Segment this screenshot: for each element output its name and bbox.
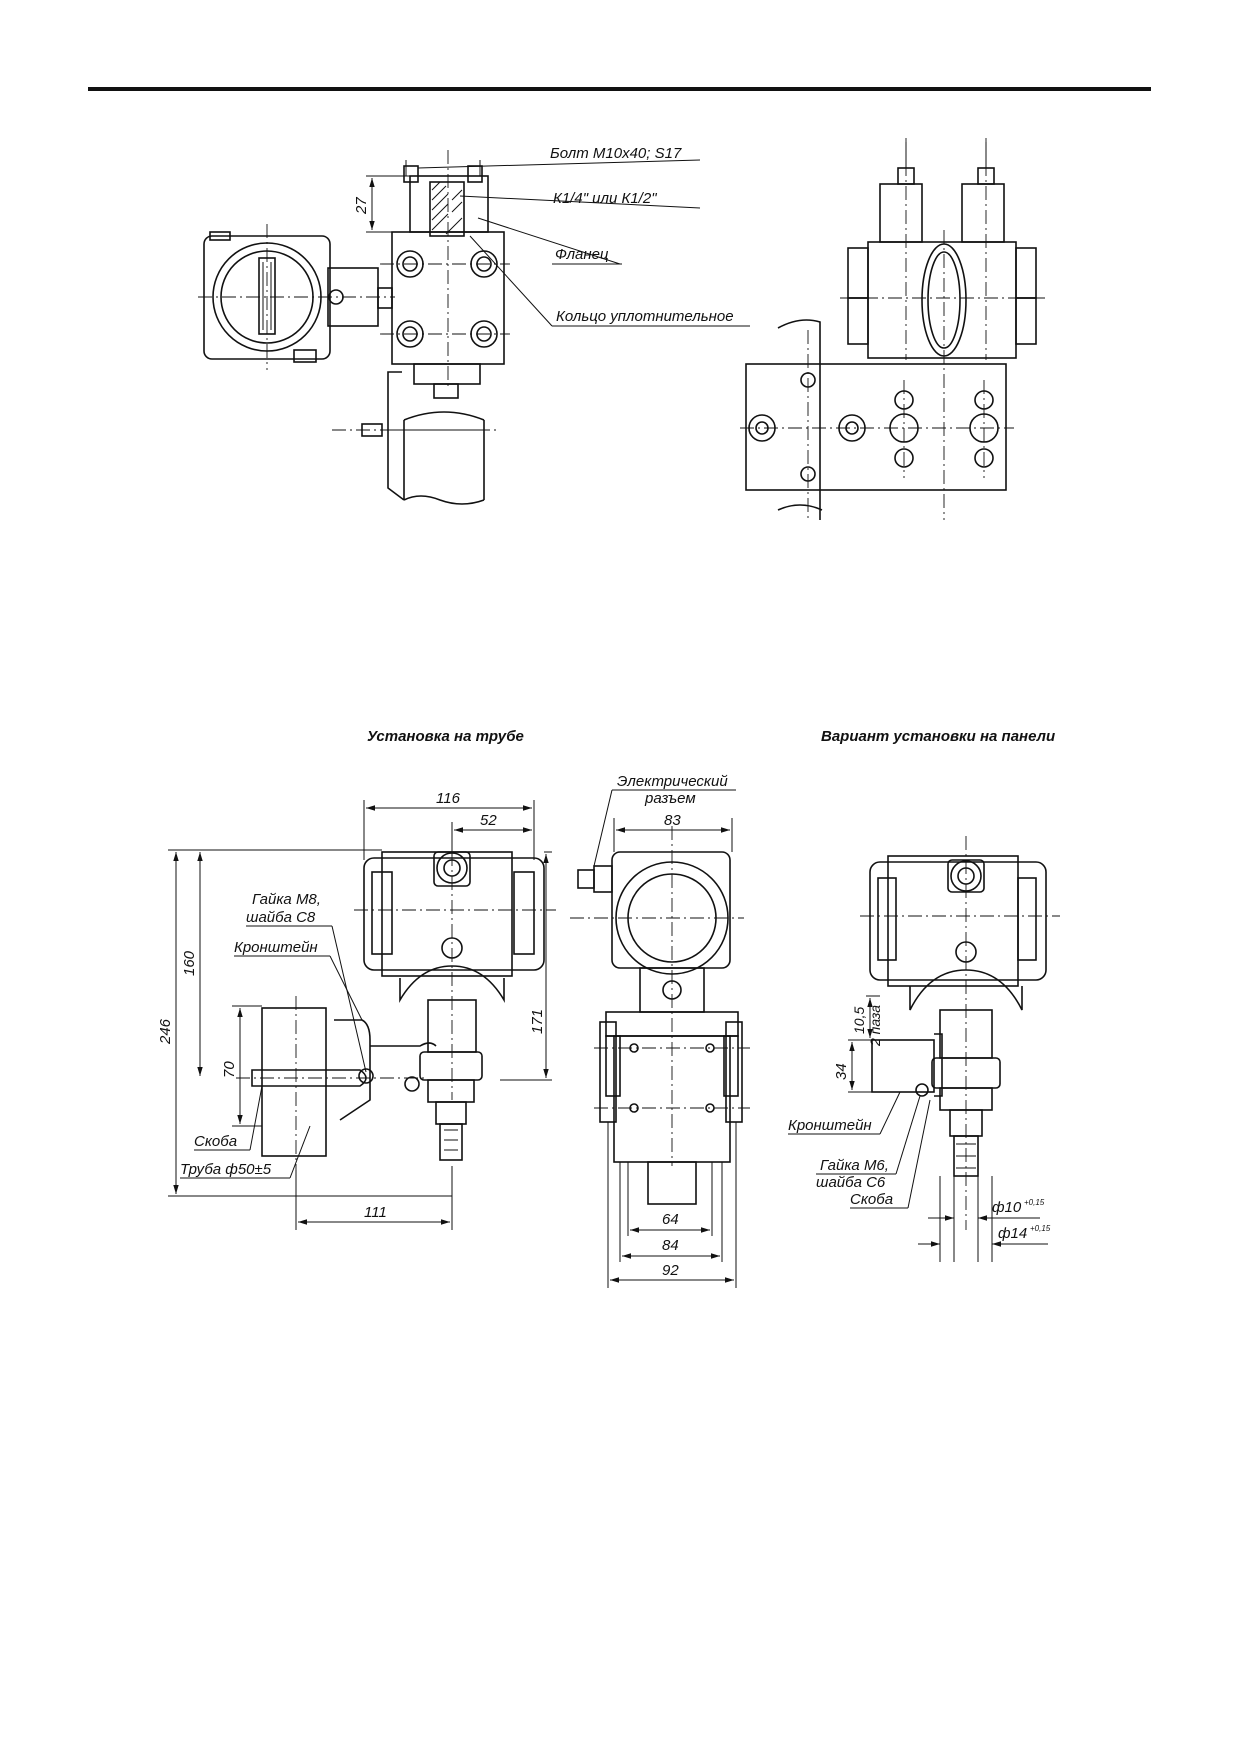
panel-clamp-label: Скоба [850,1191,893,1208]
pipe-mount-view [236,828,556,1170]
panel-nut-line1: Гайка М6, [820,1157,889,1174]
dim-116: 116 [436,790,461,807]
slots-label: 2 паза [867,1005,883,1047]
phi10-label: ф10 [992,1199,1022,1216]
dim-10-5: 10,5 [851,1007,867,1034]
phi14-tolerance: +0,15 [1030,1224,1051,1233]
side-view [570,826,750,1205]
phi14-label: ф14 [998,1225,1027,1242]
top-front-view [198,150,510,505]
nut-label-line1: Гайка М8, [252,891,321,908]
dim-84: 84 [662,1237,679,1254]
flange-callout: Фланец [555,246,609,263]
dim-171: 171 [529,1009,546,1034]
dim-246: 246 [157,1018,174,1045]
phi10-tolerance: +0,15 [1024,1198,1045,1207]
dim-64: 64 [662,1211,679,1228]
dim-92: 92 [662,1262,679,1279]
connector-label-line2: разъем [644,790,696,807]
dim-34: 34 [833,1063,850,1080]
title-pipe-mount: Установка на трубе [367,728,524,745]
bracket-label: Кронштейн [234,939,318,956]
dim-52: 52 [480,812,497,829]
ring-callout: Кольцо уплотнительное [556,308,734,325]
top-callouts: Болт М10х40; S17 К1/4" или К1/2" Фланец … [353,145,750,327]
pipe-mount-dimensions: 116 52 246 160 70 171 111 Гайка М8, шайб… [157,790,552,1230]
panel-bracket-label: Кронштейн [788,1117,872,1134]
dim-111: 111 [364,1204,387,1221]
nut-label-line2: шайба С8 [246,909,316,926]
clamp-label: Скоба [194,1133,237,1150]
top-side-view [740,138,1045,520]
dim-70: 70 [221,1061,238,1078]
side-view-dimensions: Электрический разъем 83 64 84 92 [593,773,737,1288]
panel-mount-dimensions: 34 10,5 2 паза Кронштейн Гайка М6, шайба… [788,995,1051,1262]
pipe-label: Труба ф50±5 [180,1161,272,1178]
dim-27: 27 [353,197,370,215]
dim-160: 160 [181,950,198,976]
dim-83: 83 [664,812,681,829]
panel-mount-view [860,836,1060,1230]
panel-nut-line2: шайба С6 [816,1174,886,1191]
thread-hatching [431,181,463,235]
thread-callout: К1/4" или К1/2" [553,190,657,207]
bolt-callout: Болт М10х40; S17 [550,145,682,162]
connector-label-line1: Электрический [617,773,728,790]
title-panel-mount: Вариант установки на панели [821,728,1055,745]
